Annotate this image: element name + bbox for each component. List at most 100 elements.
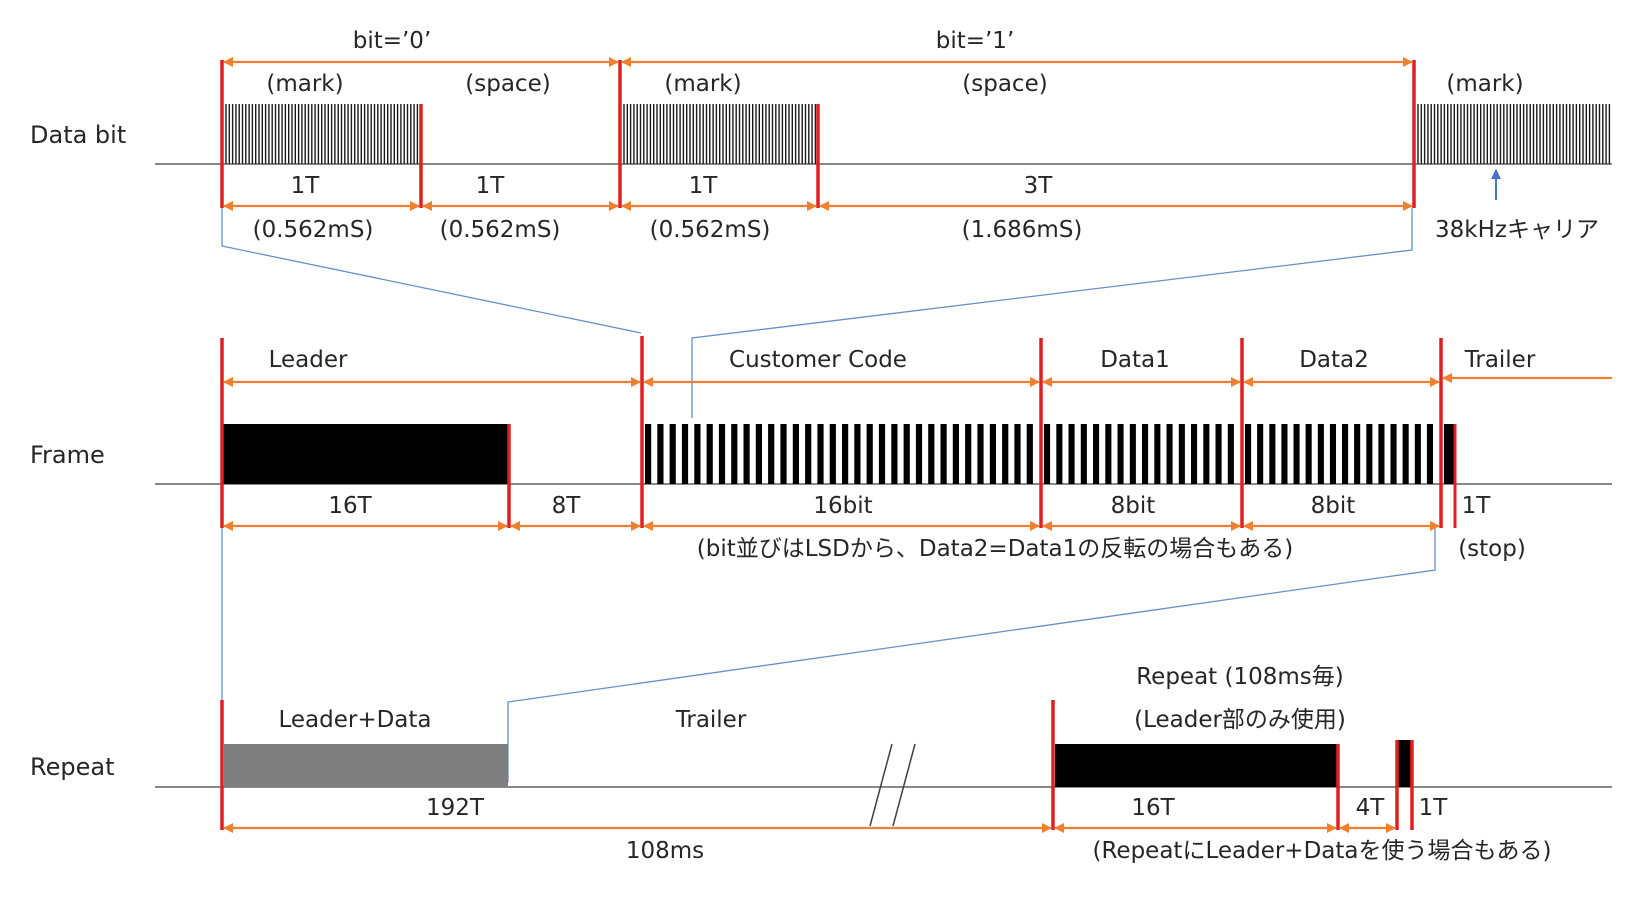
label-0562-a: (0.562mS)	[253, 217, 374, 243]
bit-pulse	[1402, 424, 1409, 484]
bit-pulse	[1014, 424, 1021, 484]
label-bit1: bit=’1’	[936, 28, 1015, 54]
bit-pulse	[1166, 424, 1173, 484]
data2-pulses	[1245, 424, 1433, 484]
row-label-databit: Data bit	[30, 121, 126, 149]
bit-pulse	[1354, 424, 1361, 484]
label-stop: (stop)	[1458, 536, 1526, 562]
bit-pulse	[1002, 424, 1009, 484]
label-1686: (1.686mS)	[962, 217, 1083, 243]
bit-pulse	[1044, 424, 1051, 484]
label-1t-c: 1T	[689, 173, 719, 199]
label-repeat-trailer: Trailer	[675, 707, 747, 733]
bit-pulse	[1366, 424, 1373, 484]
bit-pulse	[1342, 424, 1349, 484]
label-stop-1t: 1T	[1462, 493, 1492, 519]
label-repeat-sub: (Leader部のみ使用)	[1134, 707, 1346, 733]
carrier-burst-2	[623, 104, 817, 164]
label-1t-a: 1T	[291, 173, 321, 199]
label-bit0: bit=’0’	[353, 28, 432, 54]
bit-pulse	[977, 424, 984, 484]
frame-note: (bit並びはLSDから、Data2=Data1の反転の場合もある)	[697, 536, 1293, 562]
label-16bit: 16bit	[813, 493, 872, 519]
bit-pulse	[1105, 424, 1112, 484]
bit-pulse	[1390, 424, 1397, 484]
bit-pulse	[1227, 424, 1234, 484]
bit-pulse	[1293, 424, 1300, 484]
databit-dimension-arrows	[223, 57, 1413, 211]
bit-pulse	[780, 424, 787, 484]
bit-pulse	[1305, 424, 1312, 484]
label-customer-code: Customer Code	[729, 347, 907, 373]
bit-pulse	[694, 424, 701, 484]
label-mark-1: (mark)	[266, 71, 343, 97]
bit-pulse	[1117, 424, 1124, 484]
label-space-2: (space)	[962, 71, 1047, 97]
bit-pulse	[1245, 424, 1252, 484]
label-1t-b: 1T	[476, 173, 506, 199]
bit-pulse	[915, 424, 923, 484]
bit-pulse	[891, 424, 898, 484]
bit-pulse	[989, 424, 996, 484]
bit-pulse	[743, 424, 750, 484]
label-192t: 192T	[426, 795, 485, 821]
break-slash-2	[892, 743, 916, 827]
label-repeat-4t: 4T	[1356, 795, 1386, 821]
bit-pulse	[669, 424, 676, 484]
bit-pulse	[952, 424, 959, 484]
row-label-repeat: Repeat	[30, 753, 114, 781]
bit-pulse	[928, 424, 935, 484]
label-8bit-b: 8bit	[1311, 493, 1356, 519]
bit-pulse	[645, 424, 652, 484]
label-data2: Data2	[1299, 347, 1369, 373]
label-carrier: 38kHzキャリア	[1435, 217, 1599, 243]
bit-pulse	[1093, 424, 1100, 484]
bit-pulse	[940, 424, 947, 484]
bit-pulse	[1257, 424, 1264, 484]
zoom-line-databit-left	[221, 208, 642, 334]
bit-pulse	[854, 424, 861, 484]
bit-pulse	[1269, 424, 1276, 484]
label-0562-c: (0.562mS)	[650, 217, 771, 243]
bit-pulse	[805, 424, 812, 484]
bit-pulse	[1056, 424, 1063, 484]
label-108ms: 108ms	[626, 838, 704, 864]
frame-red-markers	[220, 336, 1457, 528]
bit-pulse	[1026, 424, 1033, 484]
break-slash-1	[869, 743, 893, 827]
bit-pulse	[1068, 424, 1075, 484]
bit-pulse	[1154, 424, 1161, 484]
bit-pulse	[657, 424, 664, 484]
bit-pulse	[1414, 424, 1421, 484]
frame-stop-pulse	[1444, 424, 1454, 484]
bit-pulse	[903, 424, 910, 484]
label-repeat-1t: 1T	[1419, 795, 1449, 821]
carrier-pulse-groups	[225, 104, 1611, 164]
bit-pulse	[817, 424, 824, 484]
bit-pulse	[731, 424, 738, 484]
repeat-break-mark	[869, 743, 916, 827]
bit-pulse	[718, 424, 726, 484]
label-leader: Leader	[269, 347, 348, 373]
bit-pulse	[1142, 424, 1149, 484]
carrier-burst-3	[1417, 104, 1611, 164]
label-repeat-title: Repeat (108ms毎)	[1136, 664, 1344, 690]
bit-pulse	[1191, 424, 1198, 484]
bit-pulse	[792, 424, 799, 484]
bit-pulse	[878, 424, 886, 484]
repeat-leader-pulse	[1055, 744, 1337, 787]
bit-pulse	[1378, 424, 1385, 484]
bit-pulse	[866, 424, 873, 484]
customer-code-pulses	[645, 424, 1033, 484]
label-trailer: Trailer	[1464, 347, 1536, 373]
label-0562-b: (0.562mS)	[440, 217, 561, 243]
bit-pulse	[1426, 424, 1433, 484]
repeat-red-markers	[220, 700, 1414, 830]
bit-pulse	[1080, 424, 1087, 484]
zoom-line-frame-right	[507, 528, 1436, 782]
label-leader-data: Leader+Data	[278, 707, 431, 733]
label-mark-2: (mark)	[664, 71, 741, 97]
data1-pulses	[1044, 424, 1234, 484]
bit-pulse	[768, 424, 775, 484]
